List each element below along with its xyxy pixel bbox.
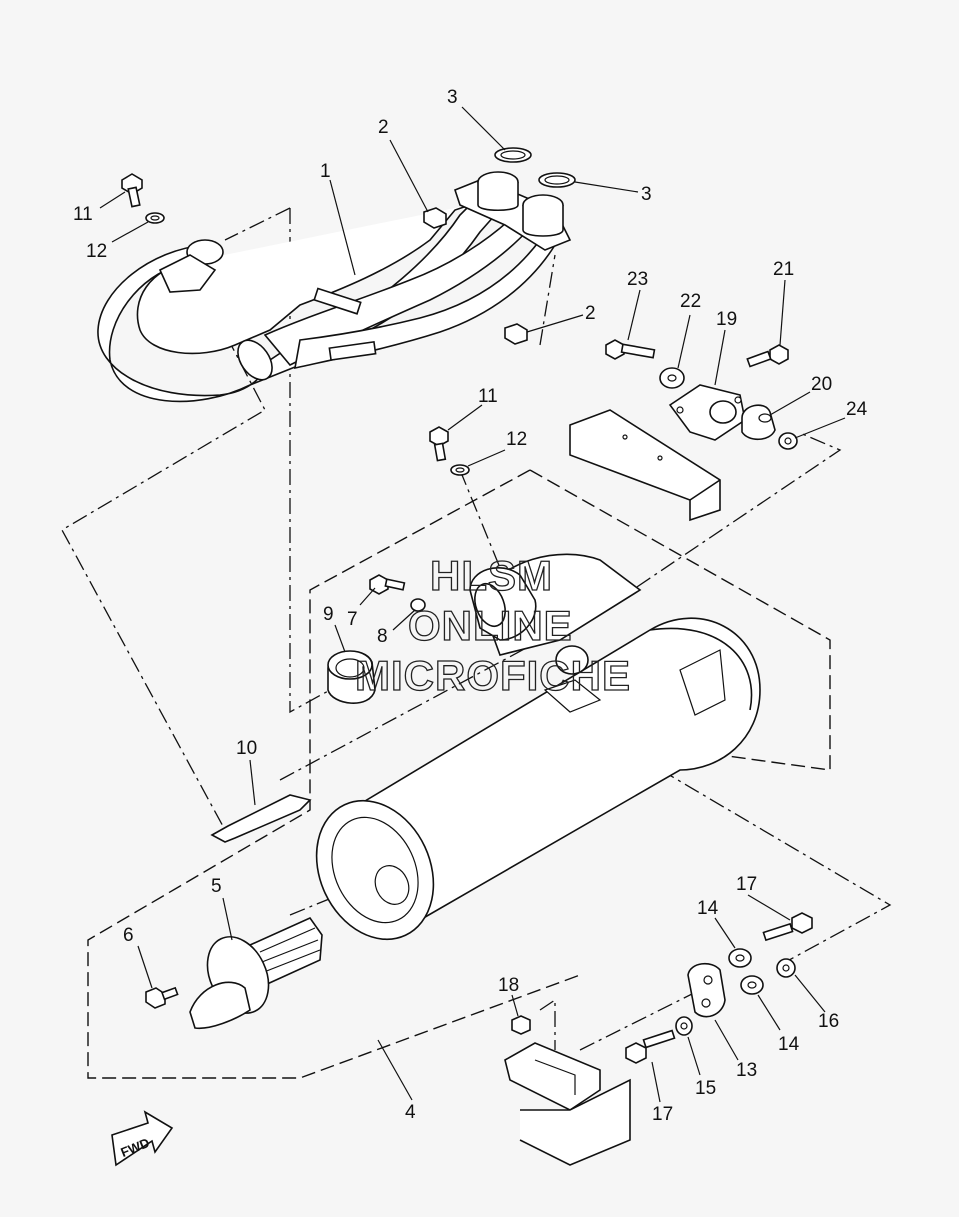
- callout-13: 13: [736, 1060, 757, 1081]
- reference-lines: [61, 207, 892, 1051]
- callout-15: 15: [695, 1078, 716, 1099]
- exhaust-header-pipe[interactable]: [97, 198, 557, 403]
- callout-14: 14: [778, 1034, 800, 1055]
- bolt-middle[interactable]: [429, 426, 449, 462]
- callout-23: 23: [627, 269, 648, 290]
- screw-part-6[interactable]: [145, 986, 179, 1009]
- collar-part-14-lower[interactable]: [740, 975, 764, 995]
- callout-2: 2: [585, 303, 596, 324]
- washer-part-15[interactable]: [675, 1016, 693, 1036]
- callout-20: 20: [811, 374, 832, 395]
- callout-17: 17: [736, 874, 757, 895]
- washer-part-24[interactable]: [778, 432, 798, 450]
- leader-lines: [99, 106, 846, 1103]
- washer-upper-left[interactable]: [145, 212, 165, 224]
- watermark: HLSM ONLINE MICROFICHE: [354, 551, 631, 699]
- callout-9: 9: [323, 604, 334, 625]
- bolt-part-7[interactable]: [369, 574, 406, 595]
- bolt-part-23[interactable]: [605, 339, 656, 360]
- exhaust-gasket-lower[interactable]: [538, 172, 576, 188]
- callout-21: 21: [773, 259, 794, 280]
- watermark-line-3: MICROFICHE: [355, 652, 631, 699]
- callout-11: 11: [478, 386, 498, 407]
- callout-14: 14: [697, 898, 719, 919]
- bolt-part-17-lower[interactable]: [625, 1029, 676, 1064]
- bracket-part-19[interactable]: [668, 384, 746, 441]
- damper-part-13[interactable]: [687, 962, 726, 1018]
- spark-arrester[interactable]: [189, 916, 323, 1030]
- nut-part-18[interactable]: [511, 1015, 531, 1035]
- bolt-part-21[interactable]: [746, 344, 789, 368]
- muffler-body[interactable]: [295, 553, 761, 958]
- callout-12: 12: [86, 241, 107, 262]
- callout-16: 16: [818, 1011, 839, 1032]
- callout-19: 19: [716, 309, 737, 330]
- bolt-part-17-upper[interactable]: [762, 912, 813, 942]
- flange-nut-upper[interactable]: [423, 207, 447, 229]
- callout-1: 1: [320, 161, 331, 182]
- callout-6: 6: [123, 925, 134, 946]
- flange-nut-lower[interactable]: [504, 323, 528, 345]
- callout-22: 22: [680, 291, 701, 312]
- watermark-line-1: HLSM: [430, 552, 553, 599]
- callout-5: 5: [211, 876, 222, 897]
- callout-7: 7: [347, 609, 358, 630]
- grommet-part-20[interactable]: [741, 404, 776, 441]
- callout-3: 3: [447, 87, 458, 108]
- frame-bracket-lower: [504, 1042, 631, 1166]
- callout-4: 4: [405, 1102, 416, 1123]
- callout-10: 10: [236, 738, 257, 759]
- callout-18: 18: [498, 975, 519, 996]
- collar-part-14-upper[interactable]: [728, 948, 752, 968]
- washer-part-8[interactable]: [410, 598, 426, 612]
- watermark-line-2: ONLINE: [408, 602, 573, 649]
- callout-8: 8: [377, 626, 388, 647]
- callout-labels: 1 2 2 3 3 4 5 6 7 8 9 10 11 11 12 12 13 …: [73, 87, 868, 1125]
- gasket-sleeve[interactable]: [327, 650, 376, 704]
- exhaust-gasket-upper[interactable]: [494, 147, 532, 163]
- callout-12: 12: [506, 429, 527, 450]
- callout-17: 17: [652, 1104, 673, 1125]
- bracket-plate[interactable]: [210, 794, 312, 843]
- callout-2: 2: [378, 117, 389, 138]
- collar-part-22[interactable]: [659, 367, 685, 389]
- frame-bracket-upper: [569, 409, 721, 522]
- callout-24: 24: [846, 399, 868, 420]
- muffler-inlet-pipe: [469, 566, 537, 641]
- washer-part-16[interactable]: [776, 958, 796, 978]
- forward-direction-arrow: FWD: [111, 1110, 174, 1167]
- exhaust-flange: [454, 171, 572, 251]
- washer-middle[interactable]: [450, 464, 470, 476]
- bolt-upper-left[interactable]: [121, 173, 143, 208]
- callout-11: 11: [73, 204, 93, 225]
- callout-3: 3: [641, 184, 652, 205]
